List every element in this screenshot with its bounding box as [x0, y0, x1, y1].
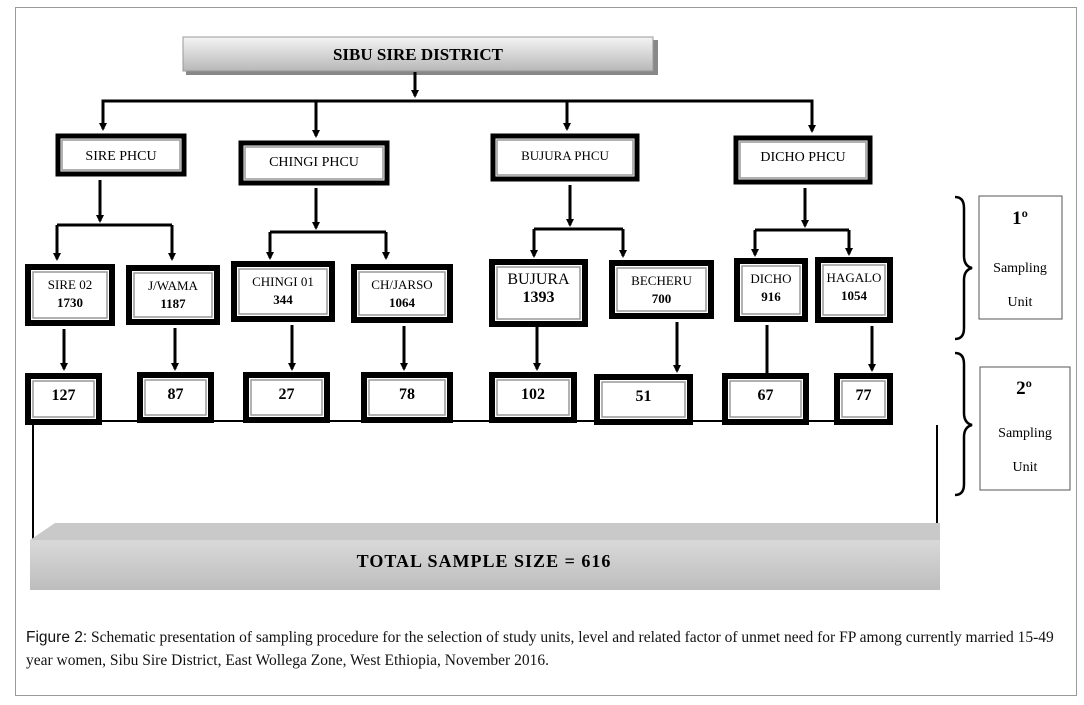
caption-label: Figure 2:	[26, 629, 88, 646]
sample-box: 51	[594, 374, 693, 425]
phcu-label: DICHO PHCU	[760, 150, 845, 165]
brace-icon-primary	[954, 195, 973, 341]
phcu-label: BUJURA PHCU	[521, 148, 609, 163]
phcu-sire: SIRE PHCU	[55, 133, 187, 177]
caption-text: Schematic presentation of sampling proce…	[26, 629, 1054, 669]
unit-population: 1064	[389, 295, 416, 310]
phcu-label: SIRE PHCU	[85, 149, 156, 164]
legend-degree: 2º	[1016, 378, 1032, 399]
unit-name: SIRE 02	[48, 277, 92, 292]
unit-sample: 51	[636, 388, 652, 405]
sample-box: 127	[25, 373, 102, 425]
unit-name: BECHERU	[631, 273, 692, 288]
legend-text: Sampling	[993, 261, 1047, 276]
legend-text: Sampling	[998, 426, 1052, 441]
unit-sample: 67	[758, 387, 774, 404]
unit-box: HAGALO 1054	[815, 257, 893, 323]
unit-sample: 27	[279, 386, 295, 403]
unit-name: HAGALO	[827, 270, 882, 285]
unit-population: 1187	[160, 296, 186, 311]
unit-box: J/WAMA 1187	[126, 265, 220, 325]
unit-name: J/WAMA	[148, 278, 198, 293]
unit-sample: 127	[52, 387, 76, 404]
unit-box: CH/JARSO 1064	[351, 264, 453, 323]
phcu-bujura: BUJURA PHCU	[490, 133, 640, 182]
unit-box: BECHERU 700	[609, 260, 714, 319]
brace-icon-secondary	[954, 351, 973, 497]
figure-caption: Figure 2: Schematic presentation of samp…	[26, 626, 1071, 672]
legend-primary: 1º Sampling Unit	[978, 195, 1063, 320]
unit-population: 344	[273, 292, 293, 307]
primary-units: SIRE 02 1730 J/WAMA 1187 CHINGI 01 344 CH/JARS…	[25, 257, 893, 327]
legend-text: Unit	[1008, 295, 1033, 310]
unit-sample: 78	[399, 386, 415, 403]
unit-population: 1393	[523, 289, 555, 306]
total-sample-slab: TOTAL SAMPLE SIZE = 616	[30, 523, 940, 590]
unit-box: CHINGI 01 344	[231, 261, 335, 322]
sample-box: 67	[722, 373, 809, 425]
unit-box: SIRE 02 1730	[25, 264, 115, 326]
secondary-units: 127 87 27 78 102 51 67 77	[25, 372, 893, 425]
district-title: SIBU SIRE DISTRICT	[333, 45, 504, 64]
phcu-label: CHINGI PHCU	[269, 155, 359, 170]
unit-name: CHINGI 01	[252, 274, 314, 289]
district-title-box: SIBU SIRE DISTRICT	[182, 36, 658, 75]
unit-name: CH/JARSO	[371, 277, 432, 292]
sample-box: 102	[489, 372, 577, 423]
unit-sample: 77	[856, 387, 872, 404]
unit-population: 1730	[57, 295, 83, 310]
unit-population: 1054	[841, 288, 868, 303]
unit-sample: 102	[521, 386, 545, 403]
unit-box: DICHO 916	[734, 258, 808, 322]
unit-name: DICHO	[750, 271, 791, 286]
figure-frame	[15, 7, 1077, 696]
phcu-chingi: CHINGI PHCU	[238, 140, 390, 186]
sample-box: 77	[834, 373, 893, 425]
sample-box: 87	[137, 372, 214, 423]
sample-box: 78	[361, 372, 453, 423]
sample-box: 27	[243, 372, 330, 423]
legend-text: Unit	[1013, 460, 1038, 475]
brace-icons	[954, 195, 973, 497]
unit-sample: 87	[168, 386, 184, 403]
legend-degree: 1º	[1012, 208, 1028, 229]
unit-population: 700	[652, 291, 672, 306]
legend-secondary: 2º Sampling Unit	[979, 366, 1071, 491]
unit-name: BUJURA	[507, 271, 570, 288]
total-sample-size: TOTAL SAMPLE SIZE = 616	[357, 551, 612, 571]
unit-population: 916	[761, 289, 781, 304]
phcu-dicho: DICHO PHCU	[733, 135, 873, 185]
